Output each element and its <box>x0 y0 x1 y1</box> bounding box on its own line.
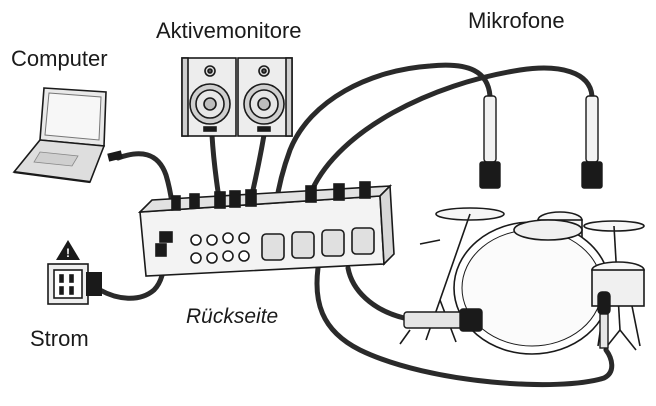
power-adapter-icon <box>86 272 102 296</box>
mixer-rear-panel-icon <box>137 181 395 277</box>
computer-label: Computer <box>11 46 108 71</box>
snare-microphone-icon <box>597 291 611 349</box>
laptop-icon <box>12 87 107 184</box>
studio-monitor-icon <box>181 57 293 137</box>
kick-mic-cable <box>345 265 407 321</box>
power-outlet-icon <box>47 263 89 305</box>
active-monitors-label: Aktivemonitore <box>156 18 302 43</box>
microphones-label: Mikrofone <box>468 8 565 33</box>
drum-mic-cable <box>314 265 615 388</box>
kick-microphone-icon <box>403 308 483 332</box>
warning-icon: ! <box>56 240 80 260</box>
power-label: Strom <box>30 326 89 351</box>
svg-text:!: ! <box>66 246 70 260</box>
drum-kit-icon <box>399 207 645 355</box>
usb-plug-icon <box>107 150 123 162</box>
rear-side-label: Rückseite <box>186 305 279 328</box>
microphone-icon <box>479 95 603 189</box>
